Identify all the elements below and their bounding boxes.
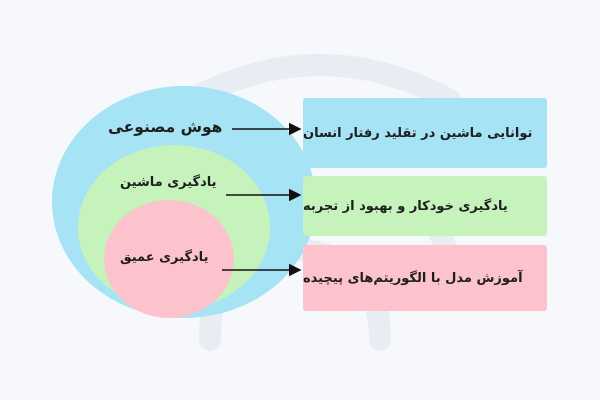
- dl-circle: [104, 200, 234, 318]
- ai-description-box: توانایی ماشین در تقلید رفتار انسان: [303, 98, 547, 168]
- ml-description-text: یادگیری خودکار و بهبود از تجربه: [303, 198, 508, 214]
- dl-description-box: آموزش مدل با الگوریتم‌های پیچیده: [303, 245, 547, 311]
- ai-description-text: توانایی ماشین در تقلید رفتار انسان: [303, 125, 533, 141]
- ai-circle-label: هوش مصنوعی: [108, 118, 223, 136]
- dl-circle-label: یادگیری عمیق: [120, 250, 209, 265]
- ml-description-box: یادگیری خودکار و بهبود از تجربه: [303, 176, 547, 236]
- dl-description-text: آموزش مدل با الگوریتم‌های پیچیده: [303, 270, 523, 286]
- ml-circle-label: یادگیری ماشین: [120, 175, 217, 190]
